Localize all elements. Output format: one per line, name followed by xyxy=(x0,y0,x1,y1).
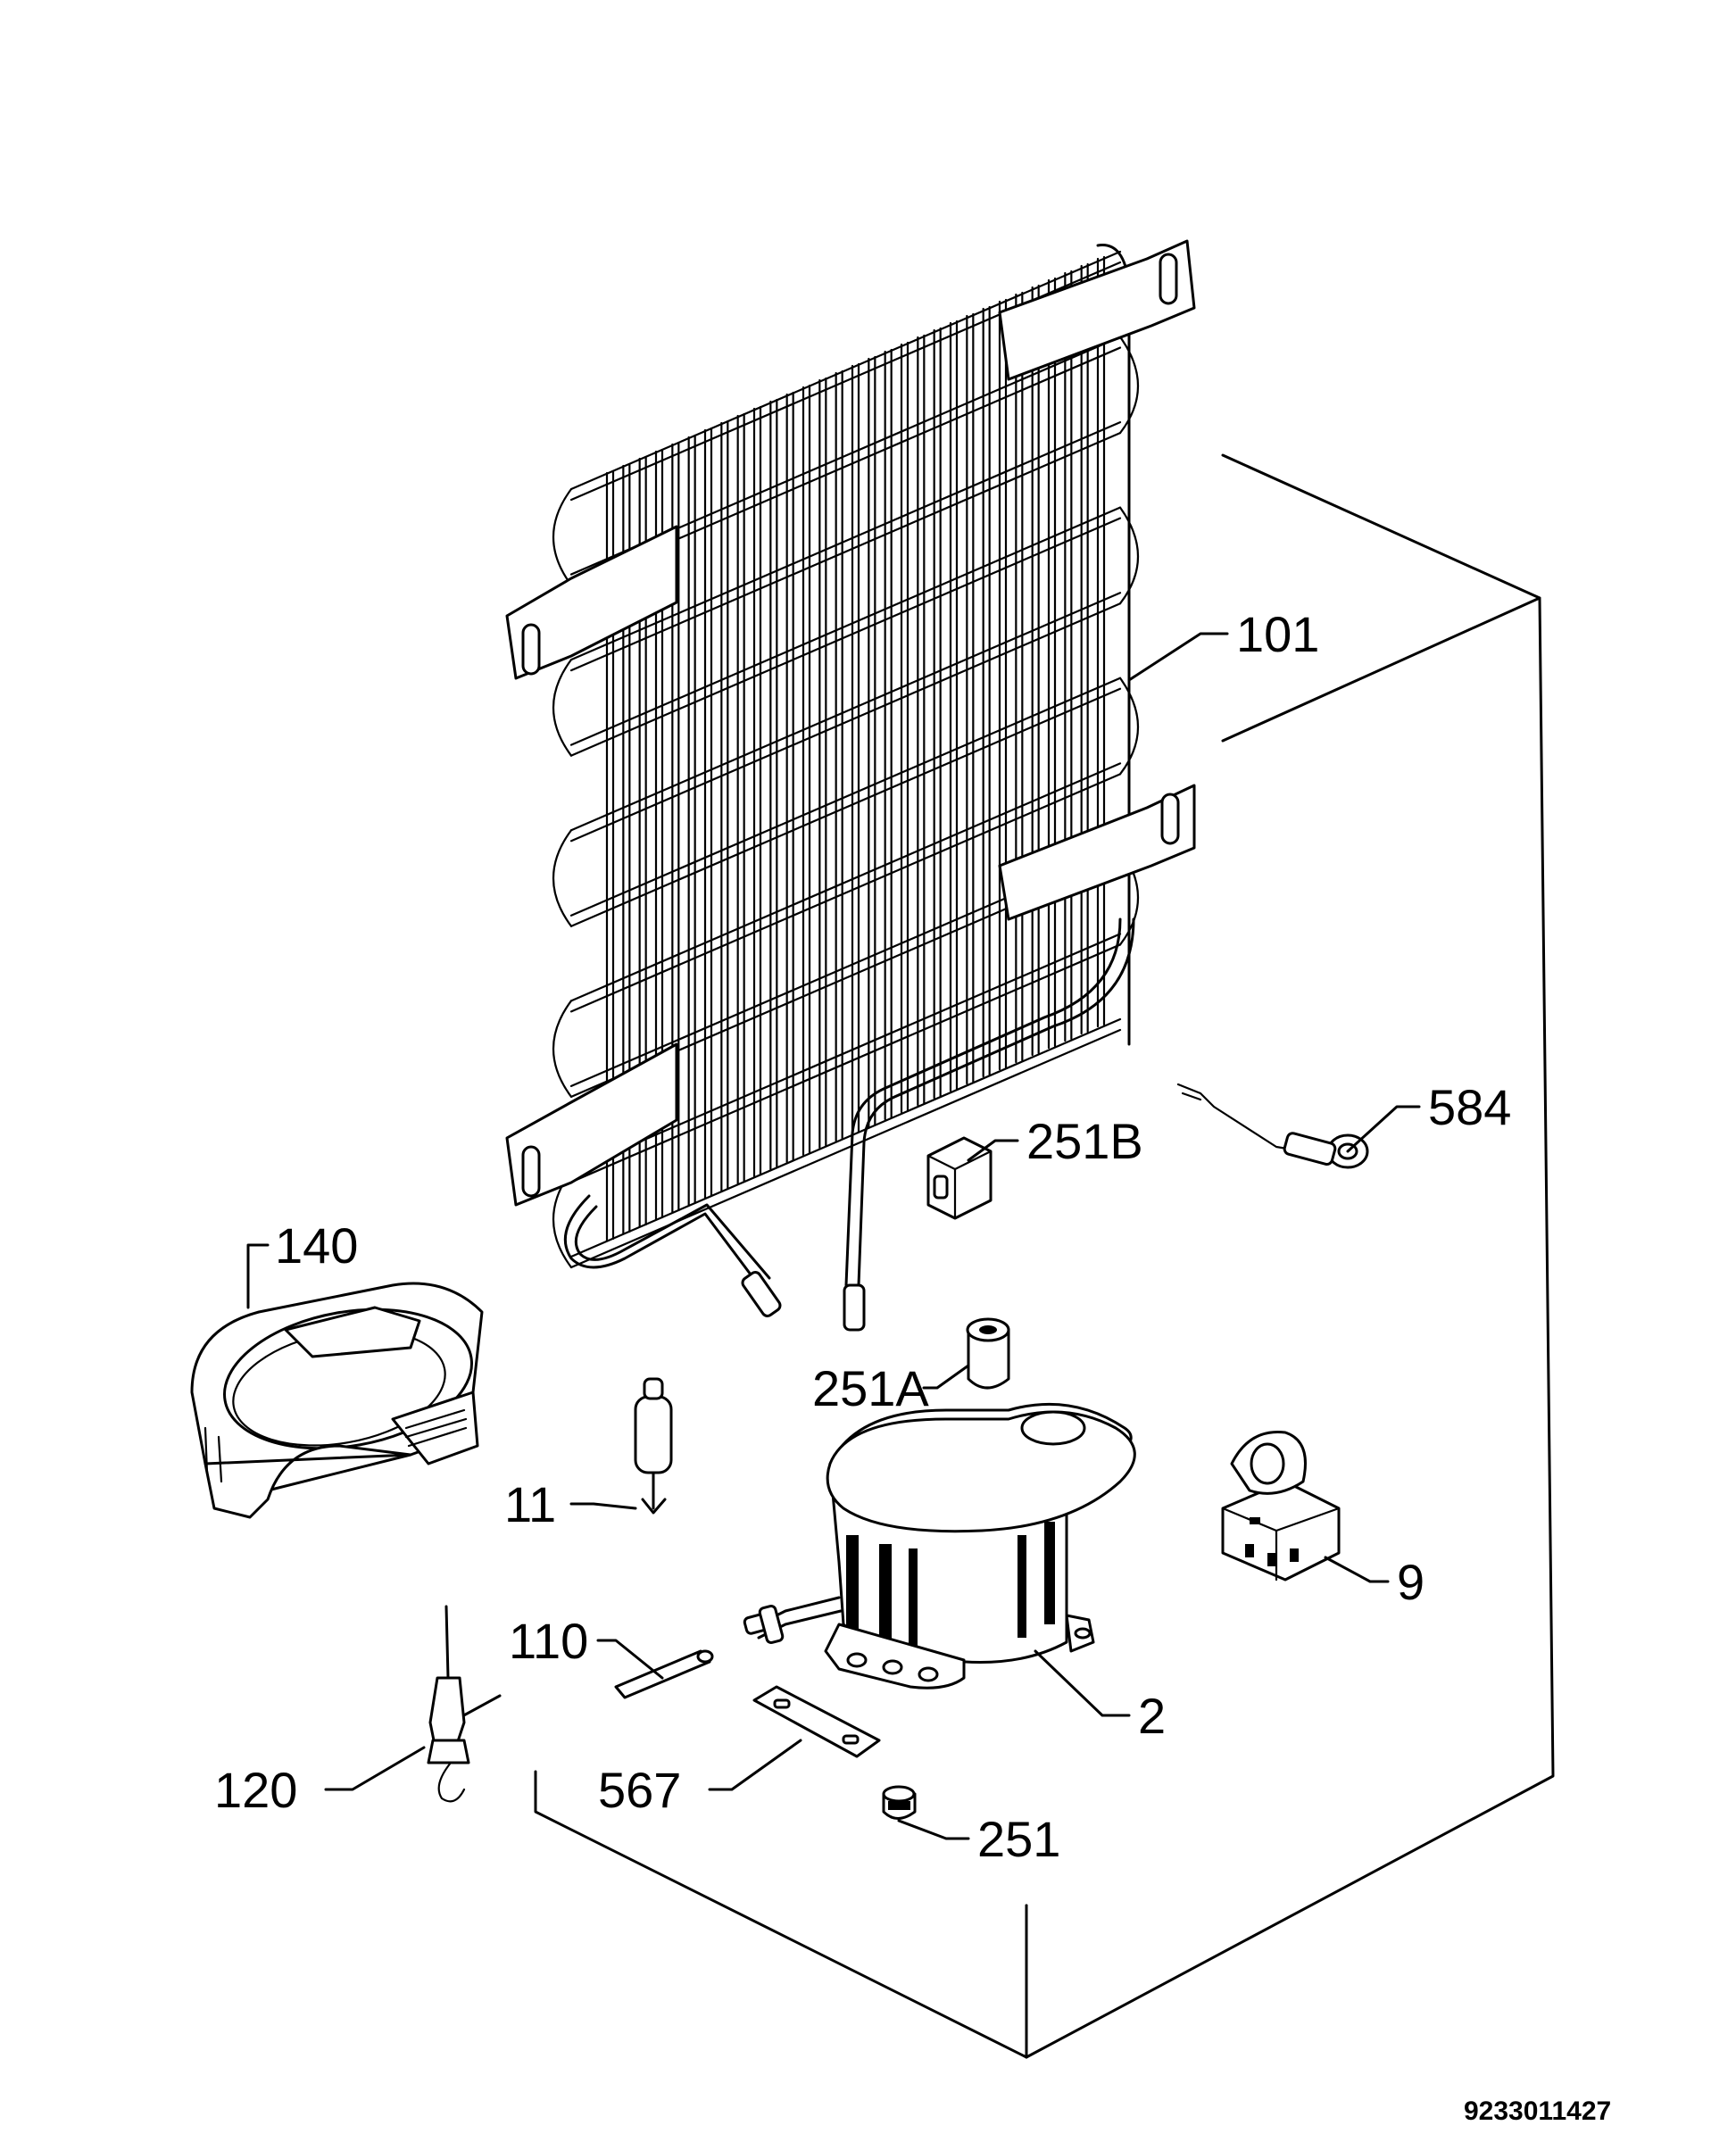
compressor-band-stripes xyxy=(846,1522,1055,1651)
label-251b: 251B xyxy=(1026,1113,1143,1169)
callout-labels: 101 140 251B 251A 584 9 2 11 110 120 567… xyxy=(214,606,1611,2126)
cabinet-outline xyxy=(534,453,1555,2059)
label-140: 140 xyxy=(275,1217,358,1274)
leader-lines xyxy=(246,632,1421,1840)
mounting-plate-part[interactable] xyxy=(752,1685,881,1758)
service-valve-part[interactable] xyxy=(427,1605,502,1803)
condenser-tubes xyxy=(563,917,1135,1332)
grommet-part[interactable] xyxy=(882,1785,917,1820)
drain-tray-part[interactable] xyxy=(190,1282,484,1519)
label-251a: 251A xyxy=(812,1360,929,1416)
relay-part[interactable] xyxy=(1221,1430,1341,1582)
drawing-code: 9233011427 xyxy=(1464,2096,1611,2126)
condenser-brackets xyxy=(505,239,1196,1207)
capillary-clip-b-part[interactable] xyxy=(926,1136,993,1220)
compressor-pipe-stubs xyxy=(743,1596,843,1645)
tray-vent-dots xyxy=(404,1408,468,1448)
filter-drier-part[interactable] xyxy=(1176,1083,1369,1169)
label-9: 9 xyxy=(1397,1554,1425,1610)
connector-part[interactable] xyxy=(634,1377,673,1515)
label-11: 11 xyxy=(504,1476,556,1532)
label-584: 584 xyxy=(1428,1079,1511,1135)
grommet-a-part[interactable] xyxy=(966,1317,1010,1390)
label-101: 101 xyxy=(1236,606,1319,662)
relay-terminals xyxy=(1245,1517,1299,1566)
label-251: 251 xyxy=(977,1811,1060,1867)
label-2: 2 xyxy=(1138,1688,1166,1744)
compressor-part[interactable] xyxy=(743,1402,1136,1690)
label-567: 567 xyxy=(598,1762,681,1818)
pipe-part[interactable] xyxy=(614,1649,714,1699)
label-120: 120 xyxy=(214,1762,297,1818)
label-110: 110 xyxy=(509,1613,588,1669)
